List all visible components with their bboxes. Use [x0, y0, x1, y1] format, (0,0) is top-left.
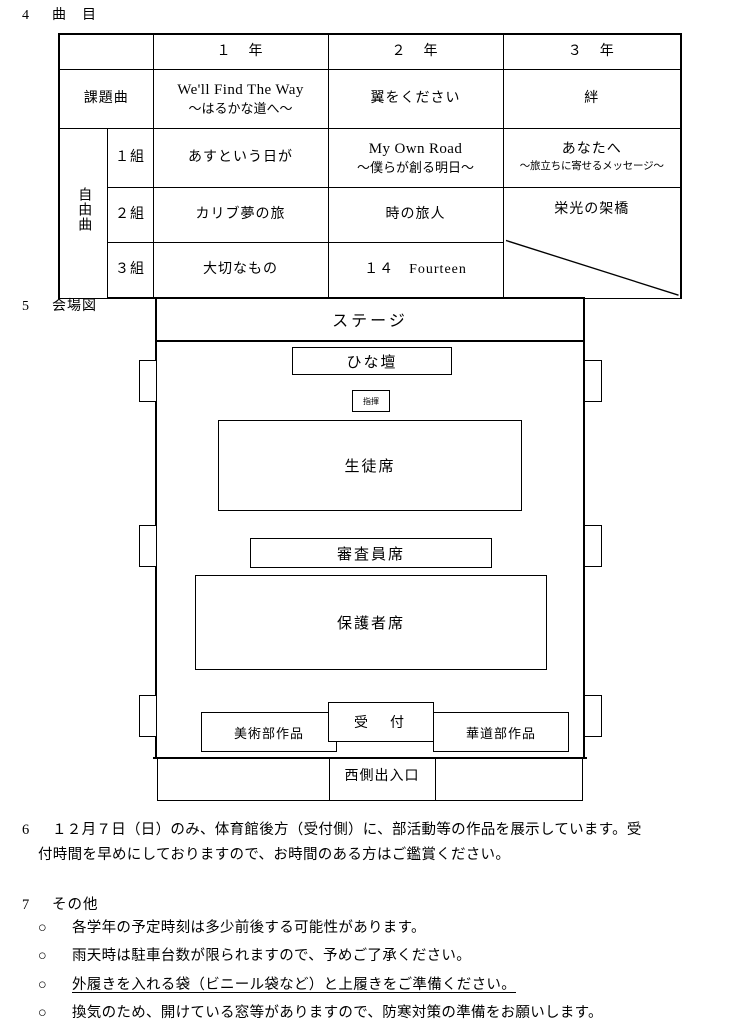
note-7: 7 その他 ○ 各学年の予定時刻は多少前後する可能性があります。 ○ 雨天時は駐車台数…	[22, 893, 728, 1027]
row-label-jiyukyoku-text: 自由曲	[76, 187, 92, 233]
guardian-seats-box: 保護者席	[195, 575, 547, 670]
header-year3: ３ 年	[502, 33, 682, 70]
table-row: ２組 カリブ夢の旅 時の旅人 栄光の架橋	[59, 187, 682, 299]
song-title: My Own Road	[368, 141, 463, 158]
table-row: 自由曲 １組 あすという日が My Own Road ～僕らが創る明日～ あなた…	[58, 128, 682, 299]
song-subtitle: ～旅立ちに寄せるメッセージ～	[519, 161, 664, 173]
cell-kumi-2: ２組	[106, 187, 154, 243]
bullet-icon: ○	[38, 976, 48, 993]
list-item: ○ 換気のため、開けている窓等がありますので、防寒対策の準備をお願いします。	[22, 999, 728, 1027]
note-6-line2: 付時間を早めにしておりますので、お時間のある方はご鑑賞ください。	[38, 847, 511, 864]
note-7-heading: 7 その他	[22, 893, 728, 914]
judge-seats-box: 審査員席	[250, 538, 492, 568]
lobby-divider-left	[329, 759, 330, 801]
lobby-area	[157, 759, 583, 801]
stage-divider	[155, 340, 585, 342]
list-item: ○ 雨天時は駐車台数が限られますので、予めご了承ください。	[22, 942, 728, 970]
list-item-text: 換気のため、開けている窓等がありますので、防寒対策の準備をお願いします。	[72, 1004, 603, 1021]
song-title: 栄光の架橋	[554, 201, 630, 217]
header-year1: １ 年	[152, 33, 329, 70]
hall-wall-bottom	[153, 757, 587, 759]
bullet-icon: ○	[38, 1004, 48, 1021]
cell-y1-kumi3: 大切なもの	[152, 242, 329, 299]
table-header-row: １ 年 ２ 年 ３ 年	[58, 33, 682, 70]
section-heading-venue: 5 会場図	[22, 295, 97, 315]
row-label-kadaikyoku: 課題曲	[58, 69, 154, 129]
student-seats-box: 生徒席	[218, 420, 522, 511]
list-item-text: 各学年の予定時刻は多少前後する可能性があります。	[72, 920, 426, 936]
stage-label: ステージ	[332, 313, 408, 330]
door-left-upper	[139, 360, 156, 402]
song-title: あなたへ	[561, 142, 622, 158]
hinadan-box: ひな壇	[292, 347, 452, 375]
section-number: 4	[22, 8, 30, 23]
flower-club-box: 華道部作品	[433, 712, 569, 752]
list-item: ○ 各学年の予定時刻は多少前後する可能性があります。	[22, 914, 728, 942]
cell-y1-kumi2: カリブ夢の旅	[152, 187, 329, 243]
cell-y1-kumi1: あすという日が	[152, 128, 329, 188]
door-left-lower	[139, 695, 156, 737]
cell-y3-kumi1: あなたへ ～旅立ちに寄せるメッセージ～	[502, 128, 682, 188]
reception-box: 受 付	[328, 702, 434, 742]
lobby-divider-right	[435, 759, 436, 801]
header-year2: ２ 年	[327, 33, 504, 70]
cell-y2-kadaikyoku: 翼をください	[327, 69, 504, 129]
art-club-box: 美術部作品	[201, 712, 337, 752]
lobby-wall-bottom	[157, 800, 583, 801]
door-right-upper	[585, 360, 602, 402]
song-subtitle: ～はるかな道へ～	[188, 101, 293, 117]
bullet-icon: ○	[38, 948, 48, 965]
west-entrance-label: 西側出入口	[344, 769, 420, 784]
cell-y2-kumi2: 時の旅人	[327, 187, 504, 243]
venue-map: ステージ ひな壇 指揮 生徒席 審査員席 保護者席 美術部作品 受 付 華道部作…	[139, 297, 602, 801]
note-7-title: その他	[52, 897, 99, 913]
list-item-text: 雨天時は駐車台数が限られますので、予めご了承ください。	[72, 948, 472, 965]
lobby-wall-right	[582, 759, 583, 801]
cell-y3-kadaikyoku: 絆	[502, 69, 682, 129]
bullet-icon: ○	[38, 920, 48, 936]
hall-wall-right	[583, 297, 585, 759]
row-label-jiyukyoku: 自由曲	[58, 128, 108, 299]
lobby-wall-left	[157, 759, 158, 801]
note-7-number: 7	[22, 897, 31, 913]
door-right-middle	[585, 525, 602, 567]
cell-y2-kumi3: １４ Fourteen	[327, 242, 504, 299]
song-table: １ 年 ２ 年 ３ 年 課題曲 We'll Find The Way ～はるかな…	[58, 33, 682, 299]
section-number: 5	[22, 299, 30, 314]
conductor-box: 指揮	[352, 390, 390, 412]
section-title: 曲 目	[52, 8, 97, 23]
cell-kumi-3: ３組	[106, 242, 154, 299]
section-title: 会場図	[52, 299, 97, 314]
list-item: ○ 外履きを入れる袋（ビニール袋など）と上履きをご準備ください。	[22, 971, 728, 999]
door-left-middle	[139, 525, 156, 567]
table-row: 課題曲 We'll Find The Way ～はるかな道へ～ 翼をください 絆	[58, 69, 682, 129]
note-7-list: ○ 各学年の予定時刻は多少前後する可能性があります。 ○ 雨天時は駐車台数が限られま…	[22, 914, 728, 1027]
door-right-lower	[585, 695, 602, 737]
section-heading-songs: 4 曲 目	[22, 4, 97, 24]
song-title: We'll Find The Way	[177, 82, 304, 99]
cell-y3-merged-empty: 栄光の架橋	[502, 187, 682, 299]
hall-wall-top	[155, 297, 585, 299]
cell-y1-kadaikyoku: We'll Find The Way ～はるかな道へ～	[152, 69, 329, 129]
note-6-number: 6	[22, 822, 30, 838]
header-corner	[58, 33, 154, 70]
list-item-text: 外履きを入れる袋（ビニール袋など）と上履きをご準備ください。	[72, 976, 516, 993]
cell-y2-kumi1: My Own Road ～僕らが創る明日～	[327, 128, 504, 188]
song-subtitle: ～僕らが創る明日～	[356, 160, 474, 176]
hall-wall-left	[155, 297, 157, 759]
note-6: 6 １２月７日（日）のみ、体育館後方（受付側）に、部活動等の作品を展示しています…	[22, 818, 728, 869]
note-6-line1: １２月７日（日）のみ、体育館後方（受付側）に、部活動等の作品を展示しています。受	[52, 822, 642, 838]
cell-kumi-1: １組	[106, 128, 154, 188]
